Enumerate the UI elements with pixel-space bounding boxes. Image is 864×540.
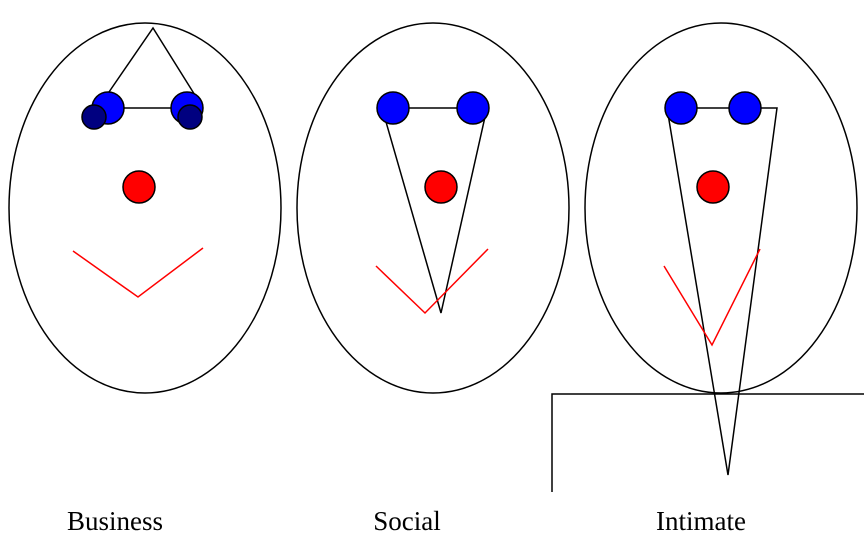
- business-caption: Business: [66, 506, 164, 536]
- intimate-left-eye: [664, 91, 698, 125]
- social-face-outline: [296, 22, 570, 394]
- intimate-nose: [696, 170, 730, 204]
- business-nose: [122, 170, 156, 204]
- social-face: [296, 22, 570, 394]
- business-face: [8, 22, 282, 394]
- intimate-body-outline: [551, 393, 864, 492]
- business-face-outline: [8, 22, 282, 394]
- social-right-eye: [456, 91, 490, 125]
- social-nose: [424, 170, 458, 204]
- business-left-gaze-point: [81, 104, 107, 130]
- social-mouth: [375, 248, 489, 315]
- social-caption: Social: [373, 506, 441, 536]
- business-gaze-triangle: [97, 26, 204, 109]
- social-left-eye: [376, 91, 410, 125]
- intimate-right-eye: [728, 91, 762, 125]
- intimate-mouth: [663, 248, 761, 347]
- intimate-gaze-triangle: [666, 107, 778, 476]
- business-right-gaze-point: [177, 104, 203, 130]
- intimate-caption: Intimate: [656, 506, 746, 536]
- social-gaze-triangle: [381, 107, 488, 314]
- intimate-face: [551, 22, 864, 492]
- business-mouth: [72, 247, 204, 298]
- intimate-face-outline: [584, 22, 858, 394]
